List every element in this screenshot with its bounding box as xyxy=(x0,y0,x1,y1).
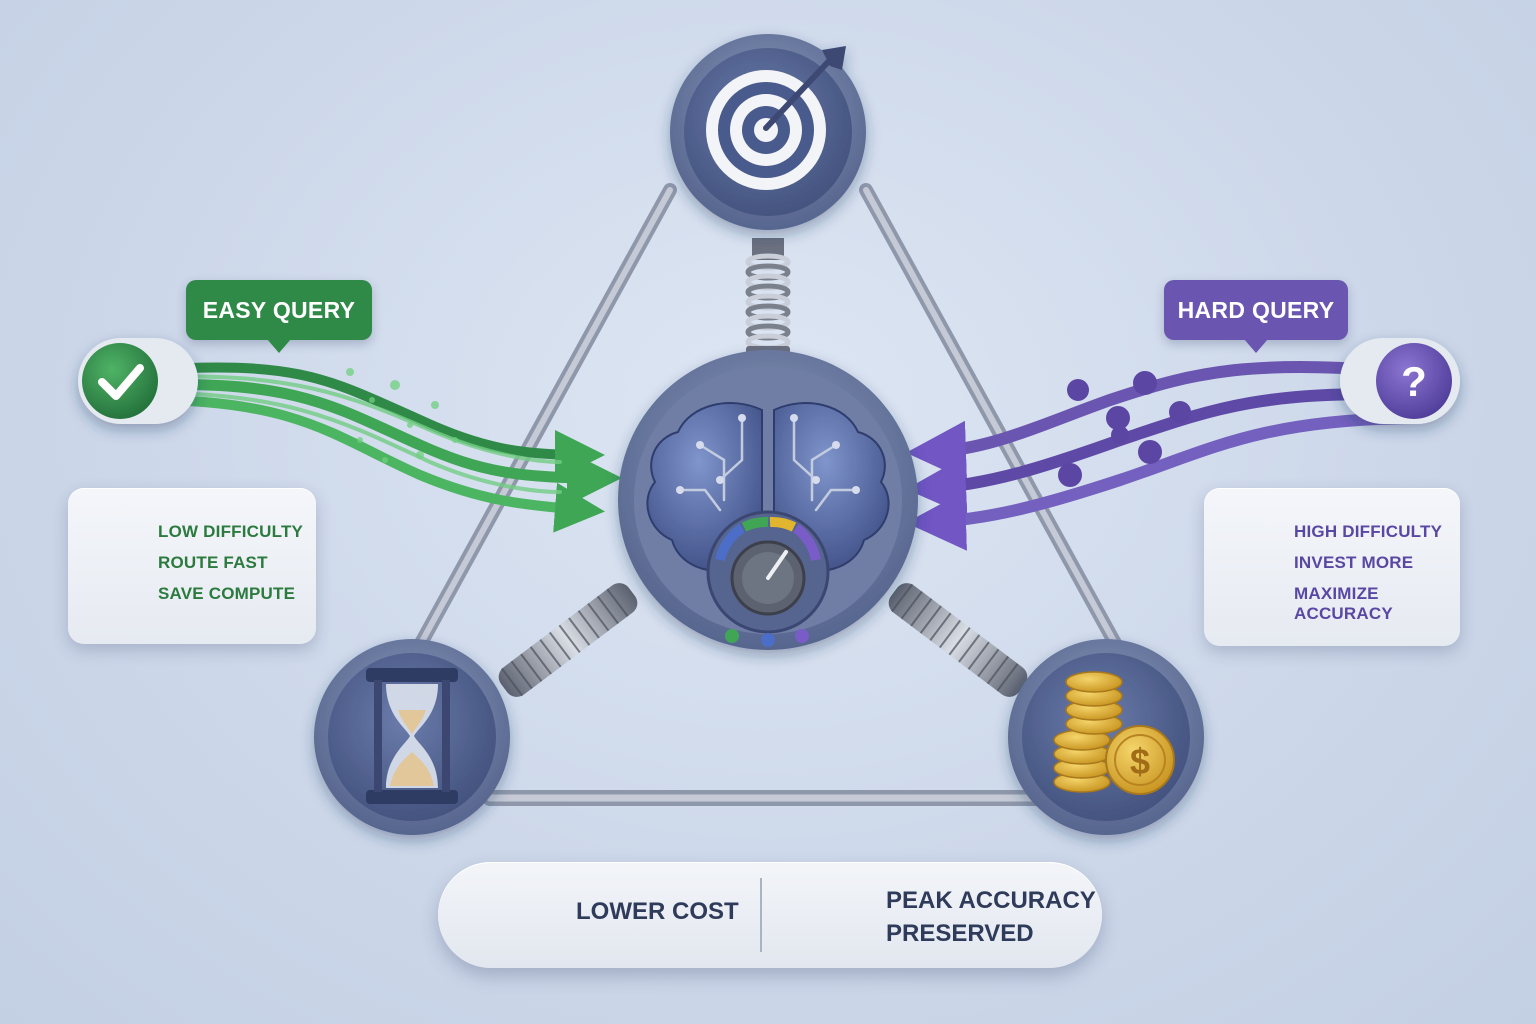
svg-text:?: ? xyxy=(1401,358,1427,405)
hard-line-invest-more: INVEST MORE xyxy=(1294,553,1414,572)
question-badge-icon: ? xyxy=(1340,338,1460,424)
easy-line-route-fast: ROUTE FAST xyxy=(158,553,268,572)
target-node xyxy=(670,34,866,230)
triangle-frame xyxy=(413,183,1123,806)
easy-query-card: LOW DIFFICULTY ROUTE FAST SAVE COMPUTE xyxy=(68,488,316,644)
spring-left xyxy=(498,583,638,697)
coins-node: $ xyxy=(1008,639,1204,835)
summary-pill: LOWER COST PEAK ACCURACY PRESERVED xyxy=(438,862,1102,968)
brain-dial-node xyxy=(618,350,918,650)
hard-query-cables xyxy=(906,361,1416,551)
coins-icon: $ xyxy=(1053,671,1175,795)
hard-query-card: HIGH DIFFICULTY INVEST MORE MAXIMIZE ACC… xyxy=(1204,488,1460,646)
hard-line-maximize-accuracy: MAXIMIZE ACCURACY xyxy=(1294,584,1393,623)
brain-dial-icon xyxy=(646,402,890,647)
easy-query-tag: EASY QUERY xyxy=(186,280,372,353)
hard-line-high-difficulty: HIGH DIFFICULTY xyxy=(1294,522,1443,541)
hourglass-node xyxy=(314,639,510,835)
hourglass-icon xyxy=(366,668,458,804)
check-badge-icon xyxy=(78,338,198,424)
pill-divider xyxy=(760,878,762,952)
peak-accuracy-line1: PEAK ACCURACY xyxy=(886,887,1096,914)
peak-accuracy-line2: PRESERVED xyxy=(886,920,1034,947)
hard-query-tag: HARD QUERY xyxy=(1164,280,1348,353)
easy-line-save-compute: SAVE COMPUTE xyxy=(158,584,296,603)
svg-text:$: $ xyxy=(1130,741,1150,782)
target-icon xyxy=(706,46,846,190)
easy-line-low-difficulty: LOW DIFFICULTY xyxy=(158,522,304,541)
spring-right xyxy=(888,583,1028,697)
peak-accuracy-label: PEAK ACCURACY PRESERVED xyxy=(886,884,1096,950)
easy-query-cables xyxy=(144,362,622,533)
lower-cost-label: LOWER COST xyxy=(576,898,739,925)
